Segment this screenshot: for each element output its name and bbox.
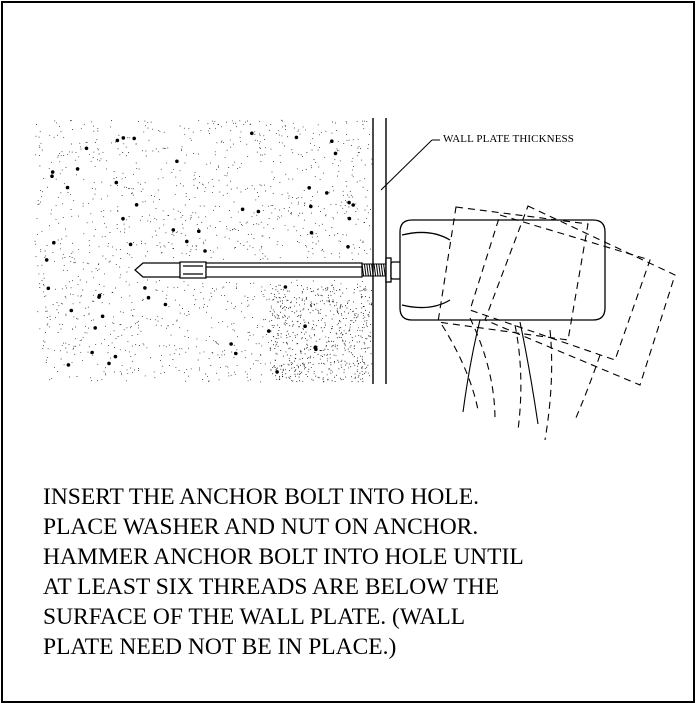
instruction-line: SURFACE OF THE WALL PLATE. (WALL [43, 604, 466, 630]
anchor-bolt [134, 261, 363, 279]
instruction-line: INSERT THE ANCHOR BOLT INTO HOLE. [43, 484, 479, 510]
instruction-line: HAMMER ANCHOR BOLT INTO HOLE UNTIL [43, 544, 524, 570]
hammer-handle-lines [462, 319, 539, 425]
wall-plate [372, 118, 387, 384]
bolt-threads [361, 263, 387, 277]
washer-and-nut [385, 257, 402, 283]
wall-plate-thickness-label: WALL PLATE THICKNESS [443, 133, 574, 145]
hammer-head [399, 219, 606, 321]
wall-plate-callout-leader [380, 139, 440, 191]
instruction-line: PLATE NEED NOT BE IN PLACE.) [43, 634, 397, 660]
instruction-line: AT LEAST SIX THREADS ARE BELOW THE [43, 574, 500, 600]
instruction-line: PLACE WASHER AND NUT ON ANCHOR. [43, 514, 479, 540]
concrete-base [34, 119, 373, 383]
instructions-text: INSERT THE ANCHOR BOLT INTO HOLE. PLACE … [43, 482, 663, 662]
hammer-swing-motion [437, 205, 676, 441]
